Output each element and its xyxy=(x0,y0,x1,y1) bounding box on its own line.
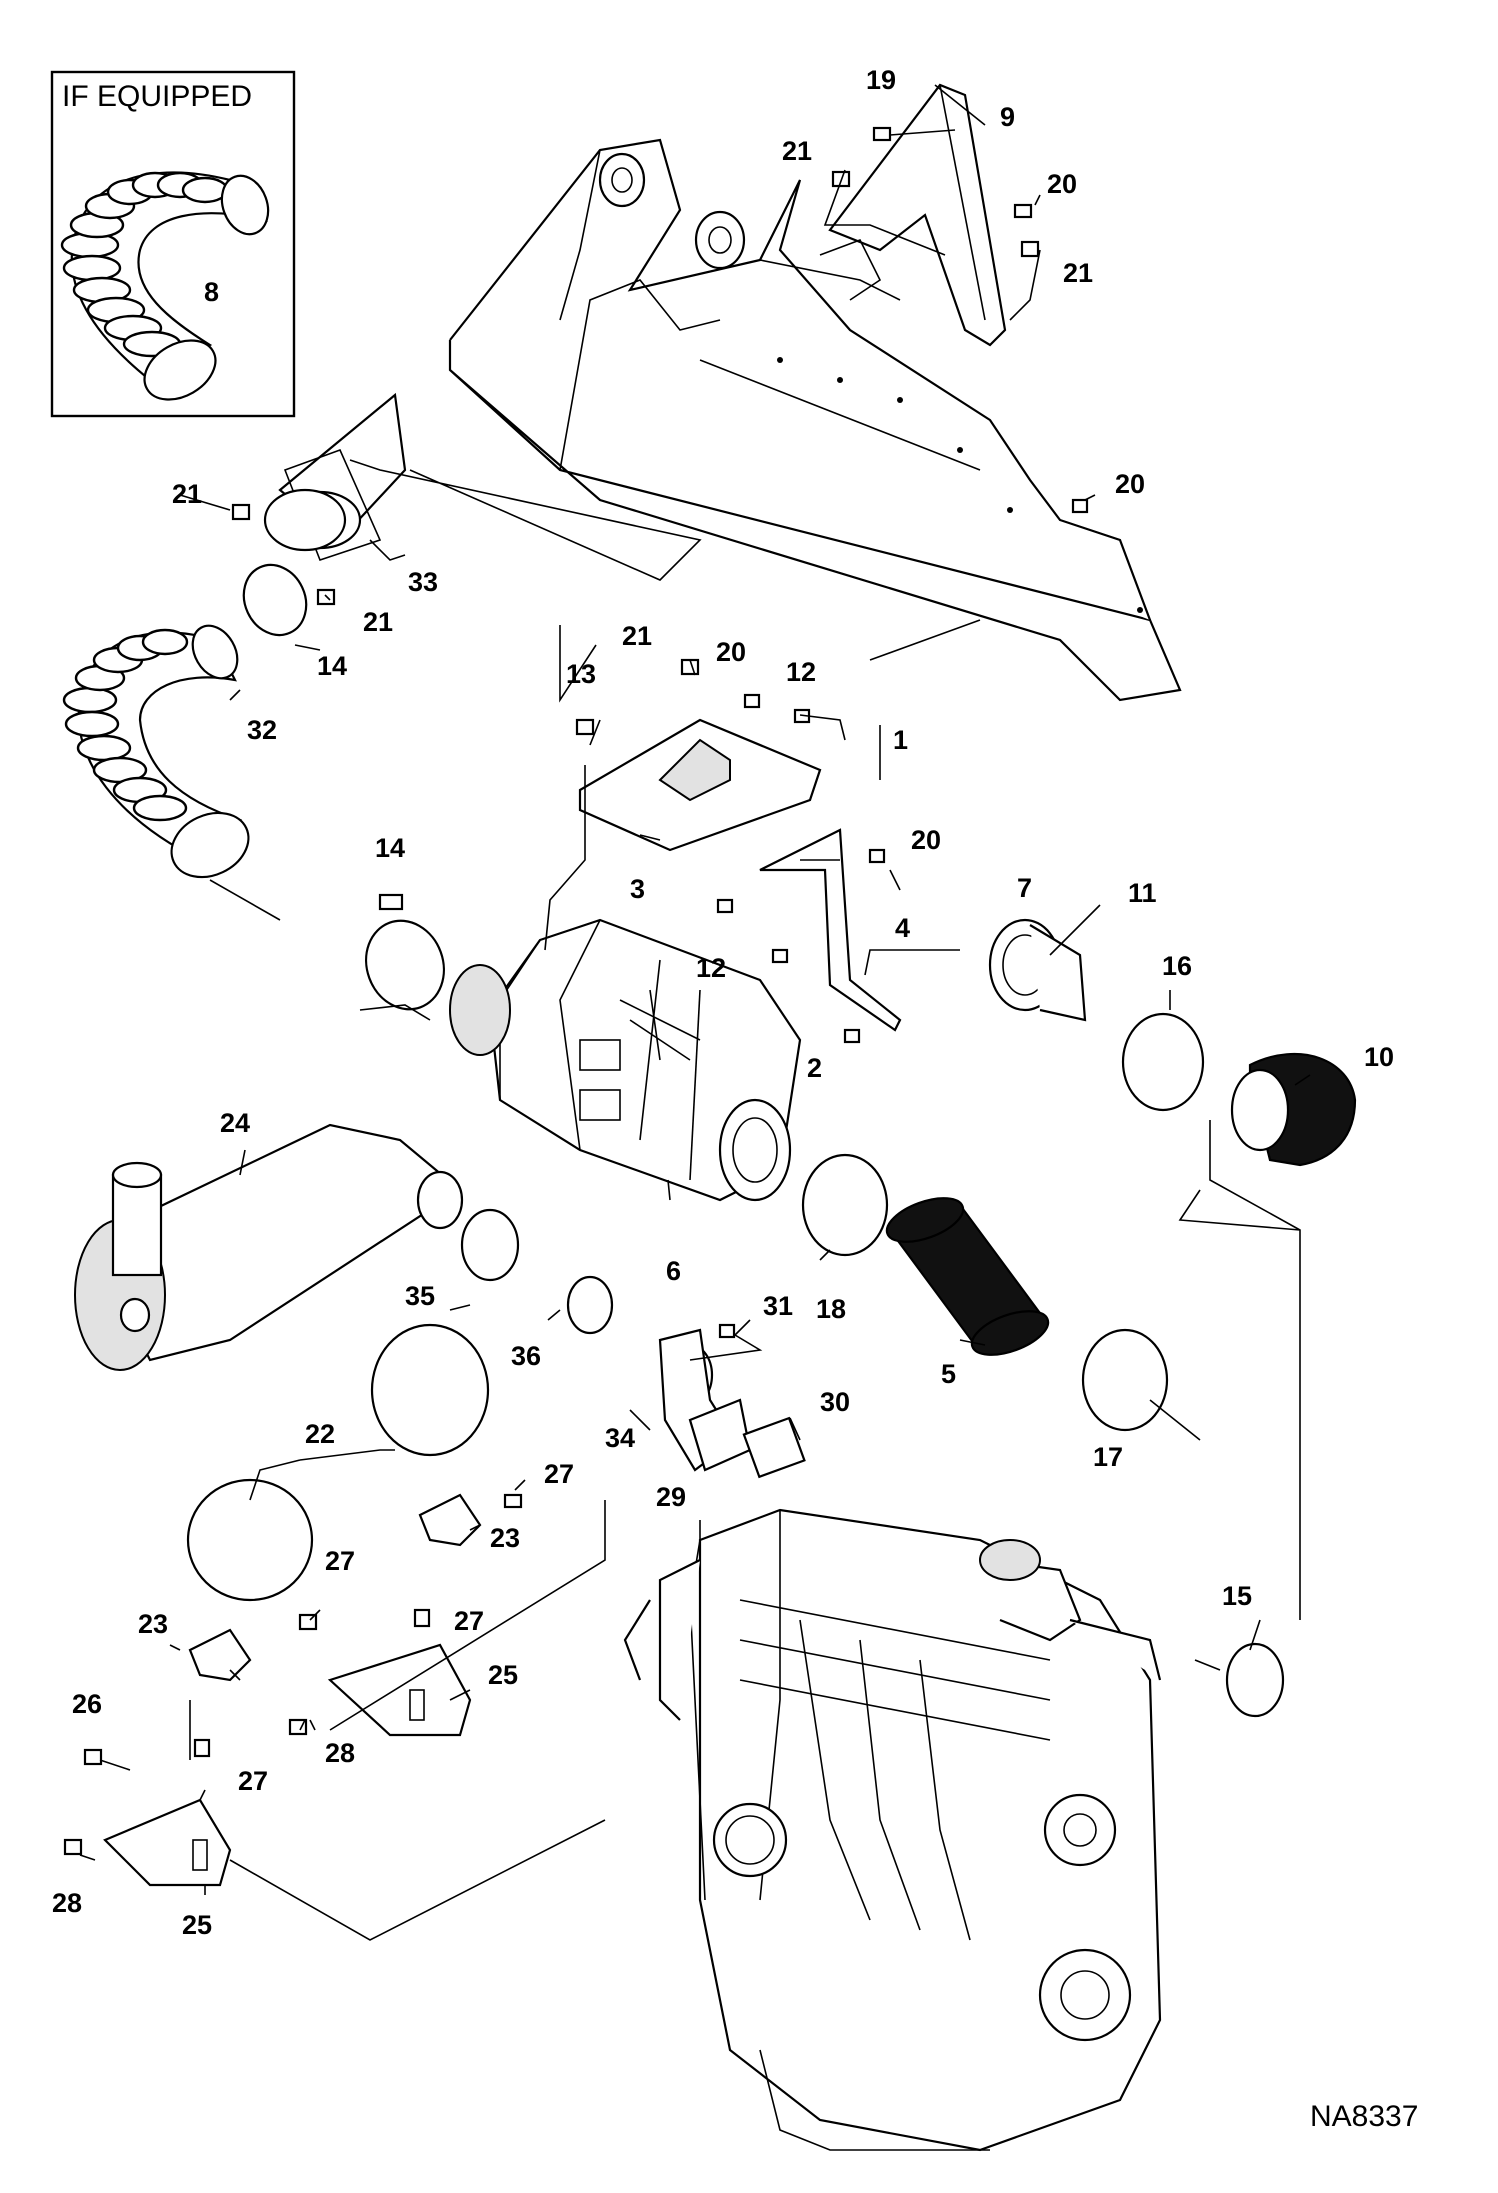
callout-20: 20 xyxy=(911,825,941,855)
callout-17: 17 xyxy=(1093,1442,1123,1472)
callout-27: 27 xyxy=(454,1606,484,1636)
callout-20: 20 xyxy=(1047,169,1077,199)
callout-24: 24 xyxy=(220,1108,250,1138)
callout-10: 10 xyxy=(1364,1042,1394,1072)
callout-31: 31 xyxy=(763,1291,793,1321)
mounting-plate xyxy=(578,718,822,852)
callout-20: 20 xyxy=(716,637,746,667)
callout-32: 32 xyxy=(247,715,277,745)
callout-27: 27 xyxy=(325,1546,355,1576)
callout-23: 23 xyxy=(138,1609,168,1639)
callout-35: 35 xyxy=(405,1281,435,1311)
callout-25: 25 xyxy=(488,1660,518,1690)
callout-12: 12 xyxy=(786,657,816,687)
callout-12: 12 xyxy=(696,953,726,983)
adapter-7 xyxy=(988,918,1087,1022)
engine xyxy=(623,1508,1162,2152)
callout-20: 20 xyxy=(1115,469,1145,499)
callout-2: 2 xyxy=(807,1053,822,1083)
exhaust-elbow xyxy=(658,1328,806,1479)
callout-28: 28 xyxy=(52,1888,82,1918)
callout-11: 11 xyxy=(1128,878,1157,908)
callout-28: 28 xyxy=(325,1738,355,1768)
callout-16: 16 xyxy=(1162,951,1192,981)
callout-21: 21 xyxy=(1063,258,1093,288)
hose-32 xyxy=(62,624,250,879)
callout-33: 33 xyxy=(408,567,438,597)
callout-19: 19 xyxy=(866,65,896,95)
callout-27: 27 xyxy=(544,1459,574,1489)
callout-25: 25 xyxy=(182,1910,212,1940)
callout-7: 7 xyxy=(1017,873,1032,903)
clamps xyxy=(186,488,1285,1718)
callout-29: 29 xyxy=(656,1482,686,1512)
shield-part xyxy=(819,83,1007,347)
callout-14: 14 xyxy=(317,651,347,681)
hose-elbow-10 xyxy=(1230,1052,1357,1167)
inset-title: IF EQUIPPED xyxy=(62,80,252,113)
callout-8: 8 xyxy=(204,277,219,307)
callout-21: 21 xyxy=(782,136,812,166)
callout-22: 22 xyxy=(305,1419,335,1449)
callout-30: 30 xyxy=(820,1387,850,1417)
callout-36: 36 xyxy=(511,1341,541,1371)
callout-3: 3 xyxy=(630,874,645,904)
callout-13: 13 xyxy=(566,659,596,689)
callout-5: 5 xyxy=(941,1359,956,1389)
callout-14: 14 xyxy=(375,833,405,863)
hose-5 xyxy=(885,1197,1050,1356)
callout-21: 21 xyxy=(363,607,393,637)
callout-15: 15 xyxy=(1222,1581,1252,1611)
callout-26: 26 xyxy=(72,1689,102,1719)
frame-support xyxy=(448,138,1182,702)
callout-4: 4 xyxy=(895,913,910,943)
callout-34: 34 xyxy=(605,1423,635,1453)
callout-21: 21 xyxy=(622,621,652,651)
inset-box: IF EQUIPPED xyxy=(50,70,296,418)
callout-labels: 19 9 21 20 21 8 21 20 33 21 14 21 20 13 … xyxy=(52,65,1394,1940)
callout-21: 21 xyxy=(172,479,202,509)
muffler-brackets xyxy=(103,1493,482,1887)
fasteners xyxy=(63,126,1089,1856)
callout-27: 27 xyxy=(238,1766,268,1796)
muffler xyxy=(74,1123,464,1371)
leader-lines xyxy=(79,84,1311,1941)
callout-18: 18 xyxy=(816,1294,846,1324)
callout-6: 6 xyxy=(666,1256,681,1286)
callout-23: 23 xyxy=(490,1523,520,1553)
bracket-part xyxy=(759,828,902,1032)
air-cleaner-housing xyxy=(449,918,802,1202)
document-code: NA8337 xyxy=(1310,2100,1418,2133)
callout-9: 9 xyxy=(1000,102,1015,132)
inset-hose-illustration xyxy=(60,171,270,401)
callout-1: 1 xyxy=(893,725,908,755)
